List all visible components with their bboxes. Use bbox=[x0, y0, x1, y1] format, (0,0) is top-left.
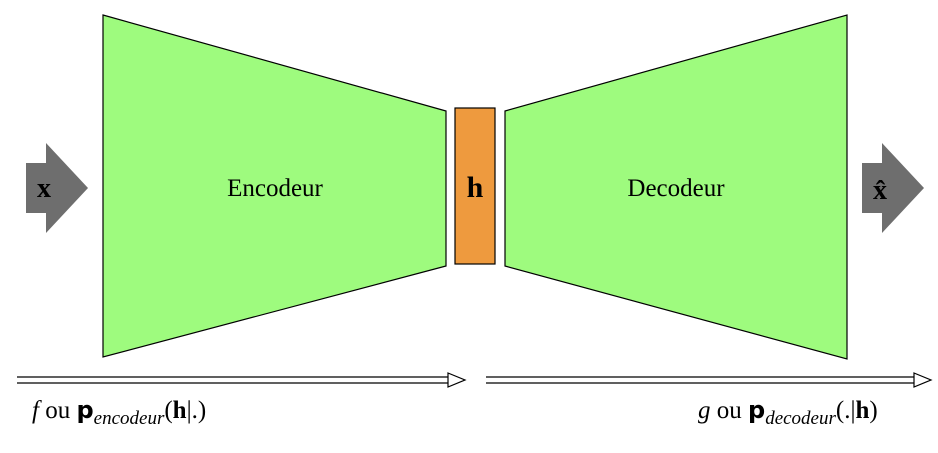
decoder-direction-arrow bbox=[486, 372, 933, 388]
encoder-prob-subscript: encodeur bbox=[93, 408, 165, 429]
decoder-function-caption: g ou pdecodeur(.|h) bbox=[698, 396, 878, 428]
input-arrow bbox=[26, 143, 88, 233]
output-arrow bbox=[862, 143, 924, 233]
encoder-label: Encodeur bbox=[227, 175, 323, 202]
encoder-direction-arrow bbox=[17, 372, 467, 388]
code-label: h bbox=[467, 171, 484, 204]
decoder-prob-subscript: decodeur bbox=[765, 408, 836, 429]
decoder-paren-rest: ) bbox=[869, 397, 878, 424]
decoder-code-symbol: h bbox=[855, 397, 870, 424]
decoder-paren-open: (.| bbox=[835, 397, 856, 424]
encoder-paren-rest: |.) bbox=[186, 397, 207, 424]
encoder-function-name: f bbox=[32, 397, 39, 424]
decoder-or-text: ou bbox=[710, 397, 748, 424]
encoder-code-symbol: h bbox=[172, 397, 187, 424]
decoder-function-name: g bbox=[698, 397, 711, 424]
input-label: x bbox=[37, 173, 51, 204]
encoder-or-text: ou bbox=[38, 397, 77, 424]
encoder-function-caption: f ou pencodeur(h|.) bbox=[32, 396, 207, 428]
output-label: x̂ bbox=[873, 175, 887, 206]
encoder-block bbox=[102, 14, 447, 358]
decoder-label: Decodeur bbox=[627, 175, 725, 202]
code-block bbox=[454, 107, 496, 265]
encoder-prob-symbol: p bbox=[76, 396, 94, 424]
decoder-block bbox=[504, 14, 848, 360]
encoder-paren-open: ( bbox=[164, 397, 173, 424]
decoder-prob-symbol: p bbox=[748, 396, 766, 424]
